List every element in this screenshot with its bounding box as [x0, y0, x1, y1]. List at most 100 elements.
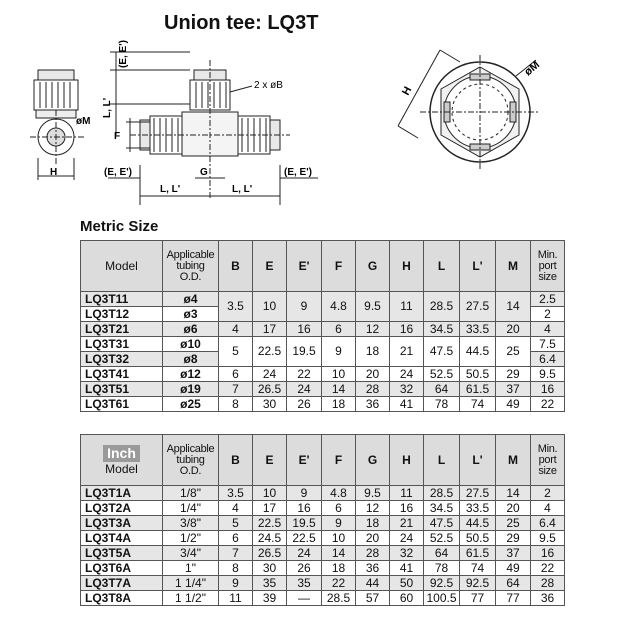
- tubing-cell: 1 1/2": [162, 590, 219, 606]
- tee-body-view: [108, 51, 318, 205]
- dimension-cell: 25: [495, 515, 531, 531]
- dimension-cell: 49: [495, 396, 531, 412]
- dimension-cell: 52.5: [423, 366, 460, 382]
- dimension-cell: 11: [389, 485, 424, 501]
- min-port-cell: 16: [530, 381, 565, 397]
- min-port-cell: 6.4: [530, 351, 565, 367]
- dimension-cell: 5: [218, 336, 253, 367]
- min-port-cell: 22: [530, 396, 565, 412]
- label-l-right: L, L': [232, 184, 252, 195]
- label-h-left: H: [50, 167, 57, 178]
- dimension-cell: 39: [252, 590, 287, 606]
- dimension-cell: 9: [321, 515, 356, 531]
- header-model: Model: [80, 240, 163, 292]
- header-l: L: [423, 240, 460, 292]
- dimension-cell: 18: [321, 396, 356, 412]
- dimension-cell: 30: [252, 396, 287, 412]
- tubing-cell: 1/8": [162, 485, 219, 501]
- dimension-cell: 10: [252, 485, 287, 501]
- dimension-cell: 16: [286, 321, 322, 337]
- dimension-cell: 34.5: [423, 500, 460, 516]
- dimension-cell: 37: [495, 381, 531, 397]
- dimension-cell: 77: [495, 590, 531, 606]
- dimension-cell: 4.8: [321, 485, 356, 501]
- dimension-cell: 20: [495, 500, 531, 516]
- dimension-cell: 10: [321, 530, 356, 546]
- min-port-cell: 4: [530, 500, 565, 516]
- dimension-cell: 44: [355, 575, 390, 591]
- dimension-cell: 10: [321, 366, 356, 382]
- header-tubing: Applicable tubing O.D.: [162, 240, 219, 292]
- dimension-cell: 4: [218, 500, 253, 516]
- dimension-cell: 10: [252, 291, 287, 322]
- dimension-cell: 7: [218, 545, 253, 561]
- dimension-cell: 29: [495, 530, 531, 546]
- dimension-cell: 12: [355, 500, 390, 516]
- min-port-cell: 9.5: [530, 366, 565, 382]
- dimension-cell: 27.5: [459, 291, 496, 322]
- dimension-cell: 28: [355, 381, 390, 397]
- min-port-cell: 28: [530, 575, 565, 591]
- dimension-cell: 6: [218, 366, 253, 382]
- dimension-cell: 26.5: [252, 545, 287, 561]
- dimension-cell: 6: [321, 500, 356, 516]
- dimension-cell: 24: [252, 366, 287, 382]
- dimension-cell: 64: [423, 545, 460, 561]
- dimension-cell: 50: [389, 575, 424, 591]
- dimension-cell: 44.5: [459, 515, 496, 531]
- dimension-cell: 9: [321, 336, 356, 367]
- dimension-cell: 35: [252, 575, 287, 591]
- model-cell: LQ3T31: [80, 336, 163, 352]
- tubing-cell: 3/4": [162, 545, 219, 561]
- label-h-right: H: [400, 85, 414, 98]
- tubing-cell: ø12: [162, 366, 219, 382]
- min-port-cell: 4: [530, 321, 565, 337]
- model-cell: LQ3T32: [80, 351, 163, 367]
- label-e-top: (E, E'): [118, 40, 129, 68]
- header-l-prime: L': [459, 434, 496, 486]
- label-l-left: L, L': [160, 184, 180, 195]
- dimension-cell: 16: [389, 321, 424, 337]
- min-port-cell: 36: [530, 590, 565, 606]
- min-port-cell: 22: [530, 560, 565, 576]
- dimension-cell: 36: [355, 396, 390, 412]
- dimension-cell: 18: [355, 336, 390, 367]
- dimension-cell: 24: [389, 530, 424, 546]
- tubing-cell: ø6: [162, 321, 219, 337]
- header-e-prime: E': [286, 434, 322, 486]
- dimension-cell: 78: [423, 560, 460, 576]
- dimension-cell: 100.5: [423, 590, 460, 606]
- dimension-cell: 26: [286, 560, 322, 576]
- dimension-cell: 16: [286, 500, 322, 516]
- dimension-cell: 22: [321, 575, 356, 591]
- dimension-cell: 27.5: [459, 485, 496, 501]
- model-cell: LQ3T21: [80, 321, 163, 337]
- model-cell: LQ3T11: [80, 291, 163, 307]
- tubing-cell: ø19: [162, 381, 219, 397]
- tubing-cell: 1 1/4": [162, 575, 219, 591]
- dimension-cell: 8: [218, 396, 253, 412]
- tubing-cell: 3/8": [162, 515, 219, 531]
- label-2xb: 2 x øB: [254, 80, 283, 91]
- model-cell: LQ3T12: [80, 306, 163, 322]
- header-m: M: [495, 434, 531, 486]
- dimension-cell: 26: [286, 396, 322, 412]
- dimension-cell: 52.5: [423, 530, 460, 546]
- header-f: F: [321, 434, 356, 486]
- header-e: E: [252, 240, 287, 292]
- dimension-cell: 41: [389, 560, 424, 576]
- dimension-cell: 35: [286, 575, 322, 591]
- dimension-cell: 34.5: [423, 321, 460, 337]
- model-cell: LQ3T5A: [80, 545, 163, 561]
- header-g: G: [355, 434, 390, 486]
- label-m-left: øM: [76, 116, 90, 127]
- dimension-cell: 14: [495, 485, 531, 501]
